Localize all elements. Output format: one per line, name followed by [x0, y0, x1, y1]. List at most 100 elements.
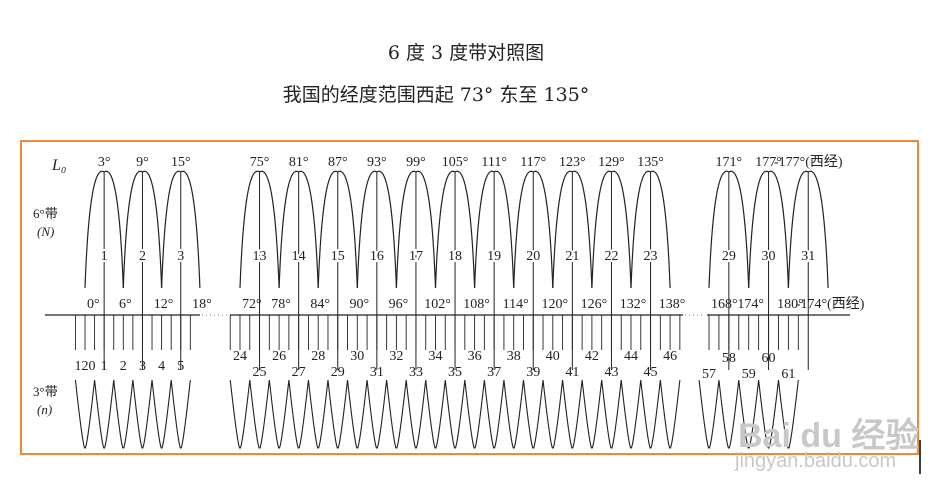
six-degree-zone-number: 13 [253, 249, 267, 264]
three-degree-zone-number: 39 [526, 365, 540, 380]
three-degree-zone-number: 37 [487, 365, 501, 380]
central-meridian-label: 87° [328, 155, 348, 170]
three-degree-zone-number: 44 [624, 349, 638, 364]
boundary-longitude-label: 0° [87, 297, 100, 312]
six-degree-zone-number: 30 [762, 249, 776, 264]
boundary-longitude-label: -174°(西经) [796, 296, 865, 312]
boundary-longitude-label: 108° [463, 297, 490, 312]
three-degree-zone-number: 26 [272, 349, 286, 364]
six-degree-zone-number: 18 [448, 249, 462, 264]
three-degree-zone-number: 40 [546, 349, 560, 364]
six-degree-zone-number: 31 [801, 249, 815, 264]
three-degree-zone-arcs [74, 379, 191, 449]
three-degree-zone-number: 25 [253, 365, 267, 380]
boundary-longitude-label: 102° [424, 297, 451, 312]
central-meridian-label: 3° [98, 155, 111, 170]
three-degree-zone-number: 58 [722, 351, 736, 366]
boundary-longitude-label: 132° [620, 297, 647, 312]
boundary-longitude-label: 180° [777, 297, 804, 312]
six-degree-zone-number: 14 [292, 249, 306, 264]
central-meridian-label: 75° [250, 155, 270, 170]
three-degree-zone-number: 30 [350, 349, 364, 364]
three-degree-zone-number: 38 [507, 349, 521, 364]
three-degree-zone-arcs [229, 379, 681, 449]
diagram-frame [20, 140, 919, 455]
three-degree-zone-number: 34 [429, 349, 443, 364]
watermark-brand: Bai du 经验 [738, 417, 920, 455]
central-meridian-label: 171° [716, 155, 743, 170]
three-degree-zone-number: 46 [663, 349, 677, 364]
central-meridian-label: 129° [598, 155, 625, 170]
three-degree-zone-number: 33 [409, 365, 423, 380]
three-degree-zone-number: 60 [762, 351, 776, 366]
boundary-longitude-label: 120° [541, 297, 568, 312]
six-degree-zone-number: 15 [331, 249, 345, 264]
boundary-longitude-label: 18° [192, 297, 212, 312]
six-degree-zone-number: 17 [409, 249, 423, 264]
three-degree-zone-number: 43 [604, 365, 618, 380]
boundary-longitude-label: 114° [503, 297, 529, 312]
central-meridian-label: 105° [442, 155, 469, 170]
central-meridian-label: 177° [755, 155, 782, 170]
boundary-longitude-label: 138° [659, 297, 686, 312]
watermark-url: jingyan.baidu.com [735, 450, 897, 472]
boundary-longitude-label: 6° [119, 297, 132, 312]
three-degree-zone-number: 61 [781, 367, 795, 382]
six-degree-zone-number: 19 [487, 249, 501, 264]
three-degree-zone-arcs [698, 379, 799, 449]
six-degree-zone-number: 20 [526, 249, 540, 264]
three-degree-zone-number: 41 [565, 365, 579, 380]
three-degree-zone-number: 32 [389, 349, 403, 364]
boundary-longitude-label: 96° [389, 297, 409, 312]
diagram-subtitle: 我国的经度范围西起 73° 东至 135° [282, 84, 590, 106]
boundary-longitude-label: 90° [349, 297, 369, 312]
boundary-longitude-label: 84° [310, 297, 330, 312]
six-degree-zone-number: 2 [139, 249, 146, 264]
three-degree-zone-number: 35 [448, 365, 462, 380]
three-zone-label: 3°带 [33, 384, 58, 399]
three-degree-zone-number: 31 [370, 365, 384, 380]
three-degree-zone-number: 3 [139, 359, 146, 374]
three-degree-zone-number: 1 [101, 359, 108, 374]
six-degree-zone-number: 23 [644, 249, 658, 264]
six-degree-zone-number: 22 [604, 249, 618, 264]
three-degree-zone-number: 120 [75, 359, 96, 374]
central-meridian-label: -177°(西经) [774, 154, 843, 170]
three-degree-zone-number: 57 [702, 367, 716, 382]
three-degree-zone-number: 45 [644, 365, 658, 380]
three-degree-zone-number: 27 [292, 365, 306, 380]
six-degree-zone-number: 21 [565, 249, 579, 264]
central-meridian-label: 111° [481, 155, 507, 170]
boundary-longitude-label: 168° [711, 297, 738, 312]
central-meridian-label: 93° [367, 155, 387, 170]
central-meridian-label: 123° [559, 155, 586, 170]
six-degree-zone-number: 29 [722, 249, 736, 264]
central-meridian-label: 81° [289, 155, 309, 170]
central-meridian-label: 99° [406, 155, 426, 170]
six-zone-symbol: (N) [37, 224, 54, 239]
six-degree-zone-number: 3 [177, 249, 184, 264]
three-degree-zone-number: 36 [468, 349, 482, 364]
l0-label: L₀ [51, 157, 66, 174]
six-degree-zone-number: 1 [101, 249, 108, 264]
central-meridian-label: 9° [136, 155, 149, 170]
central-meridian-label: 117° [520, 155, 546, 170]
six-degree-zone-number: 16 [370, 249, 384, 264]
three-degree-zone-number: 59 [742, 367, 756, 382]
three-degree-zone-number: 2 [120, 359, 127, 374]
diagram-title: 6 度 3 度带对照图 [387, 42, 545, 64]
central-meridian-label: 15° [171, 155, 191, 170]
boundary-longitude-label: 12° [154, 297, 174, 312]
three-degree-zone-number: 28 [311, 349, 325, 364]
three-degree-zone-number: 5 [177, 359, 184, 374]
central-meridian-label: 135° [637, 155, 664, 170]
three-degree-zone-number: 4 [158, 359, 165, 374]
three-zone-symbol: (n) [37, 402, 52, 417]
three-degree-zone-number: 42 [585, 349, 599, 364]
three-degree-zone-number: 29 [331, 365, 345, 380]
boundary-longitude-label: 78° [271, 297, 291, 312]
boundary-longitude-label: 72° [242, 297, 262, 312]
boundary-longitude-label: 126° [581, 297, 608, 312]
boundary-longitude-label: 174° [737, 297, 764, 312]
